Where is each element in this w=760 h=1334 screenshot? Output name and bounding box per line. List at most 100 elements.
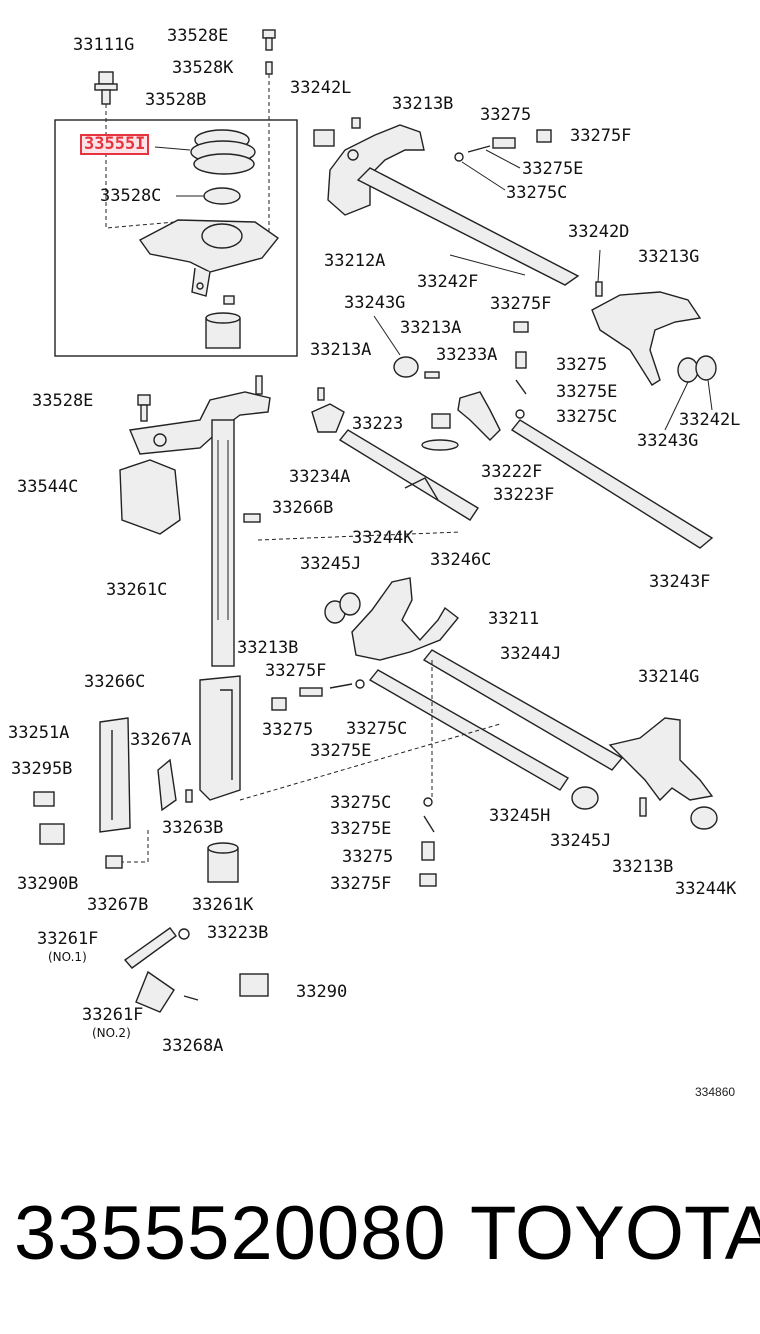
- plug-33275f-top: [536, 129, 552, 143]
- label-33213b-low: 33213B: [612, 857, 674, 877]
- retainer-plate: [138, 219, 280, 297]
- fork-33213g: [591, 291, 702, 386]
- label-33275c-top: 33275C: [506, 183, 568, 203]
- label-33213g: 33213G: [638, 247, 700, 267]
- detent-mid: [513, 321, 529, 419]
- pin-33266b: [243, 513, 261, 523]
- bushing-33244k-low: [690, 806, 718, 830]
- bushings-33245j: [324, 592, 361, 624]
- label-33544c: 33544C: [17, 477, 79, 497]
- label-33222f: 33222F: [481, 462, 543, 482]
- part-33222f: [421, 439, 459, 451]
- label-33275f-low: 33275F: [265, 661, 327, 681]
- fork-33212a: [327, 124, 425, 216]
- label-33261k: 33261K: [192, 895, 254, 915]
- label-33275e-col: 33275E: [330, 819, 392, 839]
- label-33242l-mid: 33242L: [679, 410, 741, 430]
- exploded-view-drawing: [33, 29, 718, 1013]
- label-33290: 33290: [296, 982, 348, 1002]
- label-33268a: 33268A: [162, 1036, 224, 1056]
- label-33275-low: 33275: [262, 720, 314, 740]
- bushing-33245j-low: [571, 786, 599, 810]
- bushing-33243g: [393, 356, 419, 378]
- label-33275f-mid: 33275F: [490, 294, 552, 314]
- bolt-lever: [255, 375, 263, 395]
- pin-33263b: [185, 789, 193, 803]
- label-33275-col: 33275: [342, 847, 394, 867]
- label-33266b: 33266B: [272, 498, 334, 518]
- bolt-33213b-top: [351, 117, 361, 129]
- label-33212a: 33212A: [324, 251, 386, 271]
- shaft-33261f-2: [135, 970, 175, 1013]
- label-33295b: 33295B: [11, 759, 73, 779]
- bolt-33213b-low: [639, 797, 647, 817]
- pin-33213a-2: [317, 387, 325, 401]
- boot-33555i: [190, 129, 256, 175]
- label-33275-mid: 33275: [556, 355, 608, 375]
- label-33223f: 33223F: [493, 485, 555, 505]
- bushings-33242l-mid: [677, 355, 717, 383]
- seal-33528c: [203, 187, 241, 205]
- label-33245h: 33245H: [489, 806, 551, 826]
- label-33528c: 33528C: [100, 186, 162, 206]
- label-33251a: 33251A: [8, 723, 70, 743]
- bushing-33242l-top: [313, 129, 335, 147]
- label-33275c-col: 33275C: [330, 793, 392, 813]
- label-33243f: 33243F: [649, 572, 711, 592]
- fork-33214g: [608, 717, 714, 802]
- label-33213b-mid: 33213B: [237, 638, 299, 658]
- label-33275e-top: 33275E: [522, 159, 584, 179]
- label-33244k-mid: 33244K: [352, 528, 414, 548]
- label-33244k-low: 33244K: [675, 879, 737, 899]
- bolt-33267b: [105, 855, 123, 869]
- label-33267b: 33267B: [87, 895, 149, 915]
- label-33214g: 33214G: [638, 667, 700, 687]
- label-33213b-top: 33213B: [392, 94, 454, 114]
- bracket-33266c: [199, 675, 241, 801]
- inset-box: [54, 119, 298, 357]
- brand-name: TOYOTA: [470, 1191, 760, 1276]
- label-33275f-top: 33275F: [570, 126, 632, 146]
- label-33275e-mid: 33275E: [556, 382, 618, 402]
- bolt-33528e-mid: [137, 394, 151, 422]
- part-33234a: [311, 403, 345, 433]
- label-33223b: 33223B: [207, 923, 269, 943]
- sensor-33295b: [33, 791, 55, 807]
- shaft-33245h: [368, 669, 569, 791]
- label-no2: (NO.2): [92, 1026, 131, 1040]
- fork-33211: [351, 577, 459, 661]
- label-33528b: 33528B: [145, 90, 207, 110]
- label-33275e-low: 33275E: [310, 741, 372, 761]
- label-33261f-2: 33261F: [82, 1005, 144, 1025]
- lever-33233a: [457, 391, 501, 441]
- label-33261c: 33261C: [106, 580, 168, 600]
- switch-33290: [239, 973, 269, 997]
- label-33233a: 33233A: [436, 345, 498, 365]
- label-33111g: 33111G: [73, 35, 135, 55]
- label-33266c: 33266C: [84, 672, 146, 692]
- housing-33251a: [99, 717, 131, 833]
- label-33275c-mid: 33275C: [556, 407, 618, 427]
- label-33275c-low: 33275C: [346, 719, 408, 739]
- label-33275-top: 33275: [480, 105, 532, 125]
- shaft-33242f: [356, 167, 580, 286]
- label-33213a-2: 33213A: [310, 340, 372, 360]
- parts-diagram: 33111G 33528E 33528K 33528B 33555I 33528…: [8, 26, 741, 1056]
- label-33242l-top: 33242L: [290, 78, 352, 98]
- label-33234a: 33234A: [289, 467, 351, 487]
- label-33528k: 33528K: [172, 58, 234, 78]
- pin-33213a: [424, 371, 440, 379]
- label-33263b: 33263B: [162, 818, 224, 838]
- label-33213a-1: 33213A: [400, 318, 462, 338]
- shaft-33246c: [338, 429, 479, 521]
- part-33223: [431, 413, 451, 429]
- label-33244j: 33244J: [500, 644, 562, 664]
- part-number: 3355520080: [14, 1191, 447, 1276]
- lever-upper: [129, 391, 271, 455]
- bushing-33261k: [207, 842, 239, 883]
- label-33223: 33223: [352, 414, 404, 434]
- label-33290b: 33290B: [17, 874, 79, 894]
- label-33246c: 33246C: [430, 550, 492, 570]
- pin-33275-top: [492, 137, 516, 149]
- label-33528e-top: 33528E: [167, 26, 229, 46]
